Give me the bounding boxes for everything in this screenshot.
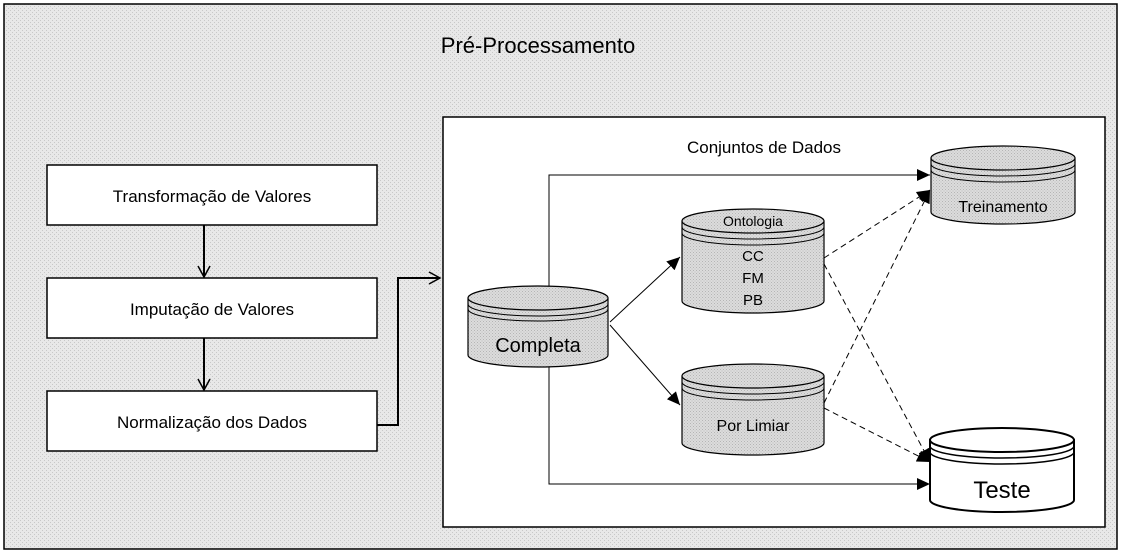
arrow-completa-to-por-limiar: [609, 324, 681, 406]
arrow-ontologia-to-teste: [823, 263, 931, 463]
cylinder-teste: Teste: [929, 427, 1075, 513]
page-title: Pré-Processamento: [441, 33, 635, 58]
ontologia-item-pb: PB: [743, 292, 763, 309]
por-limiar-label: Por Limiar: [717, 418, 791, 435]
teste-label: Teste: [973, 477, 1030, 504]
cylinder-ontologia: Ontologia CC FM PB: [681, 208, 825, 314]
dataset-connectors: [548, 169, 931, 490]
arrow-completa-to-teste: [548, 362, 930, 490]
ontologia-item-fm: FM: [742, 270, 764, 287]
arrow-completa-to-treinamento: [548, 169, 930, 286]
datasets-title: Conjuntos de Dados: [687, 138, 841, 157]
step-imputacao-label: Imputação de Valores: [130, 300, 294, 319]
cylinder-completa: Completa: [467, 285, 609, 368]
arrow-step3-to-datasets: [377, 271, 442, 426]
completa-label: Completa: [495, 335, 581, 357]
step-normalizacao: Normalização dos Dados: [46, 390, 378, 452]
ontologia-item-cc: CC: [742, 248, 764, 265]
step-transformacao: Transformação de Valores: [46, 164, 378, 226]
arrow-ontologia-to-treinamento: [823, 189, 931, 259]
step-imputacao: Imputação de Valores: [46, 277, 378, 339]
pipeline-steps: Transformação de Valores Imputação de Va…: [46, 164, 442, 452]
step-normalizacao-label: Normalização dos Dados: [117, 413, 307, 432]
cylinder-por-limiar: Por Limiar: [681, 363, 825, 456]
ontologia-header: Ontologia: [723, 213, 783, 229]
arrow-completa-to-ontologia: [609, 256, 681, 323]
step-transformacao-label: Transformação de Valores: [113, 187, 311, 206]
treinamento-label: Treinamento: [958, 199, 1047, 216]
cylinder-treinamento: Treinamento: [930, 145, 1076, 225]
